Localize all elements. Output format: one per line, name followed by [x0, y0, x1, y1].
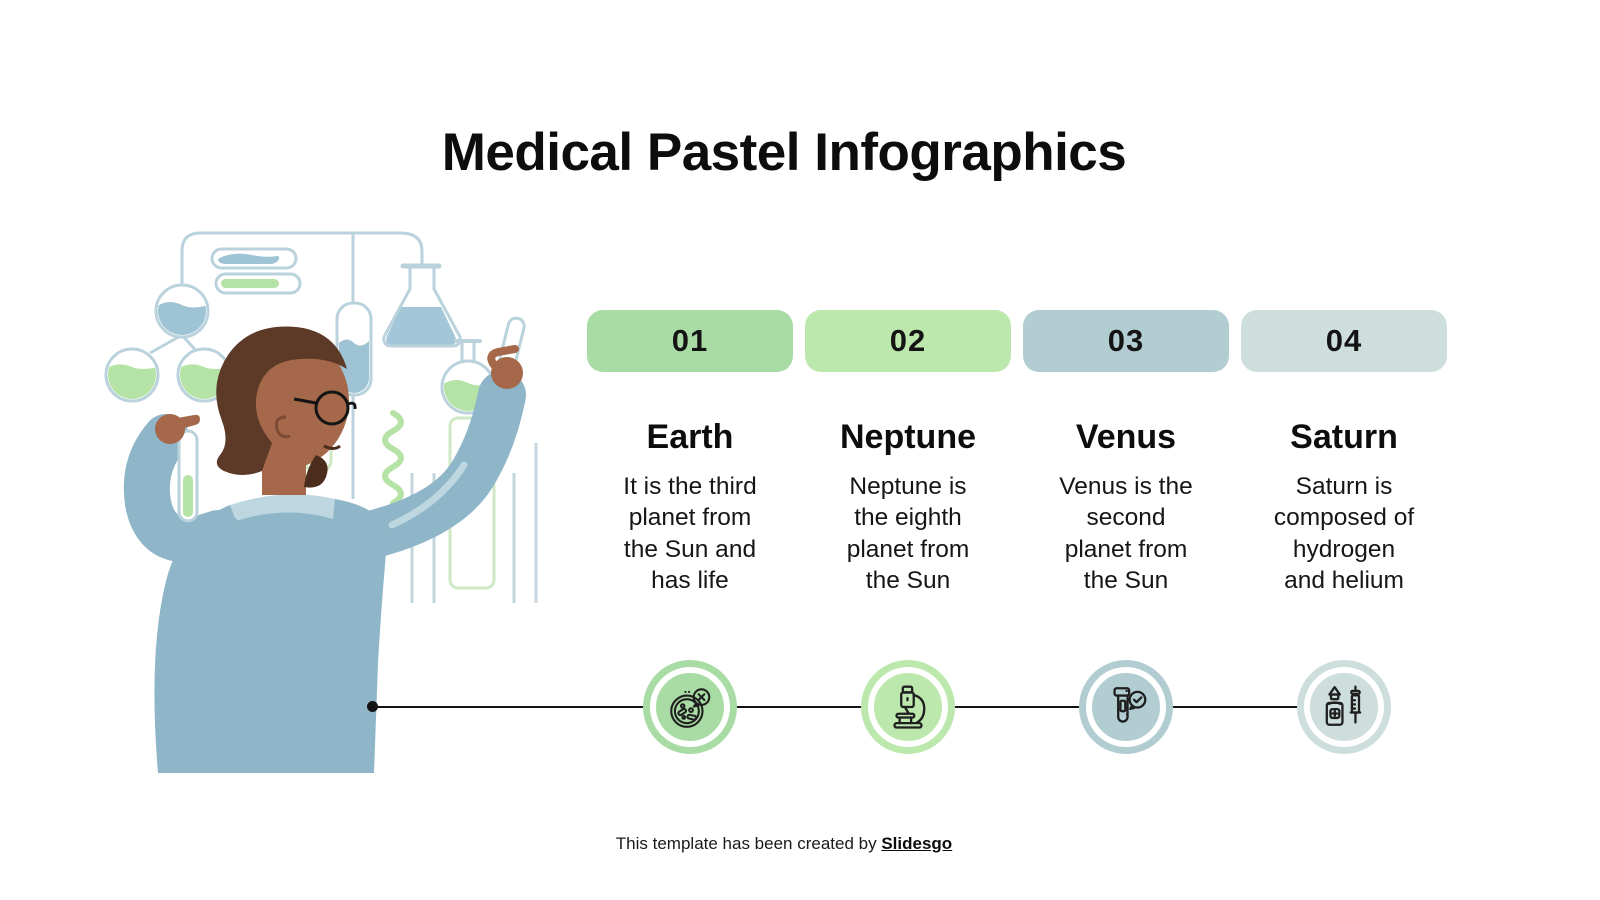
column-description-earth: It is the third planet from the Sun and …	[623, 473, 757, 595]
microscope-icon	[893, 685, 926, 729]
info-column-3: 03 Venus Venus is the second planet from…	[1023, 310, 1229, 596]
slidesgo-link[interactable]: Slidesgo	[881, 834, 953, 853]
info-column-4: 04 Saturn Saturn is composed of hydrogen…	[1241, 310, 1447, 596]
page-title: Medical Pastel Infographics	[441, 122, 1127, 182]
timeline-step-3	[1079, 660, 1173, 754]
column-description-saturn: Saturn is composed of hydrogen and heliu…	[1273, 473, 1415, 595]
timeline-line	[372, 706, 1344, 708]
number-badge-02: 02	[805, 310, 1011, 372]
footer-text: This template has been created by	[615, 834, 877, 853]
column-title-earth: Earth	[646, 418, 734, 456]
column-description-venus: Venus is the second planet from the Sun	[1059, 473, 1193, 595]
petri-dish-icon	[670, 688, 711, 728]
timeline-start-dot	[367, 701, 378, 712]
info-column-1: 01 Earth It is the third planet from the…	[587, 310, 793, 596]
footer-credit: This template has been created by Slides…	[0, 834, 1568, 854]
number-badge-03: 03	[1023, 310, 1229, 372]
column-description-neptune: Neptune is the eighth planet from the Su…	[846, 473, 970, 595]
medicine-syringe-icon	[1325, 685, 1362, 726]
number-badge-01: 01	[587, 310, 793, 372]
test-tube-check-icon	[1113, 687, 1147, 723]
column-title-saturn: Saturn	[1290, 418, 1398, 456]
timeline-step-4	[1297, 660, 1391, 754]
scientist-in-lab-illustration	[104, 231, 538, 773]
timeline-step-2	[861, 660, 955, 754]
number-badge-04: 04	[1241, 310, 1447, 372]
column-title-venus: Venus	[1075, 418, 1177, 456]
info-column-2: 02 Neptune Neptune is the eighth planet …	[805, 310, 1011, 596]
timeline-step-1	[643, 660, 737, 754]
column-title-neptune: Neptune	[840, 418, 976, 456]
